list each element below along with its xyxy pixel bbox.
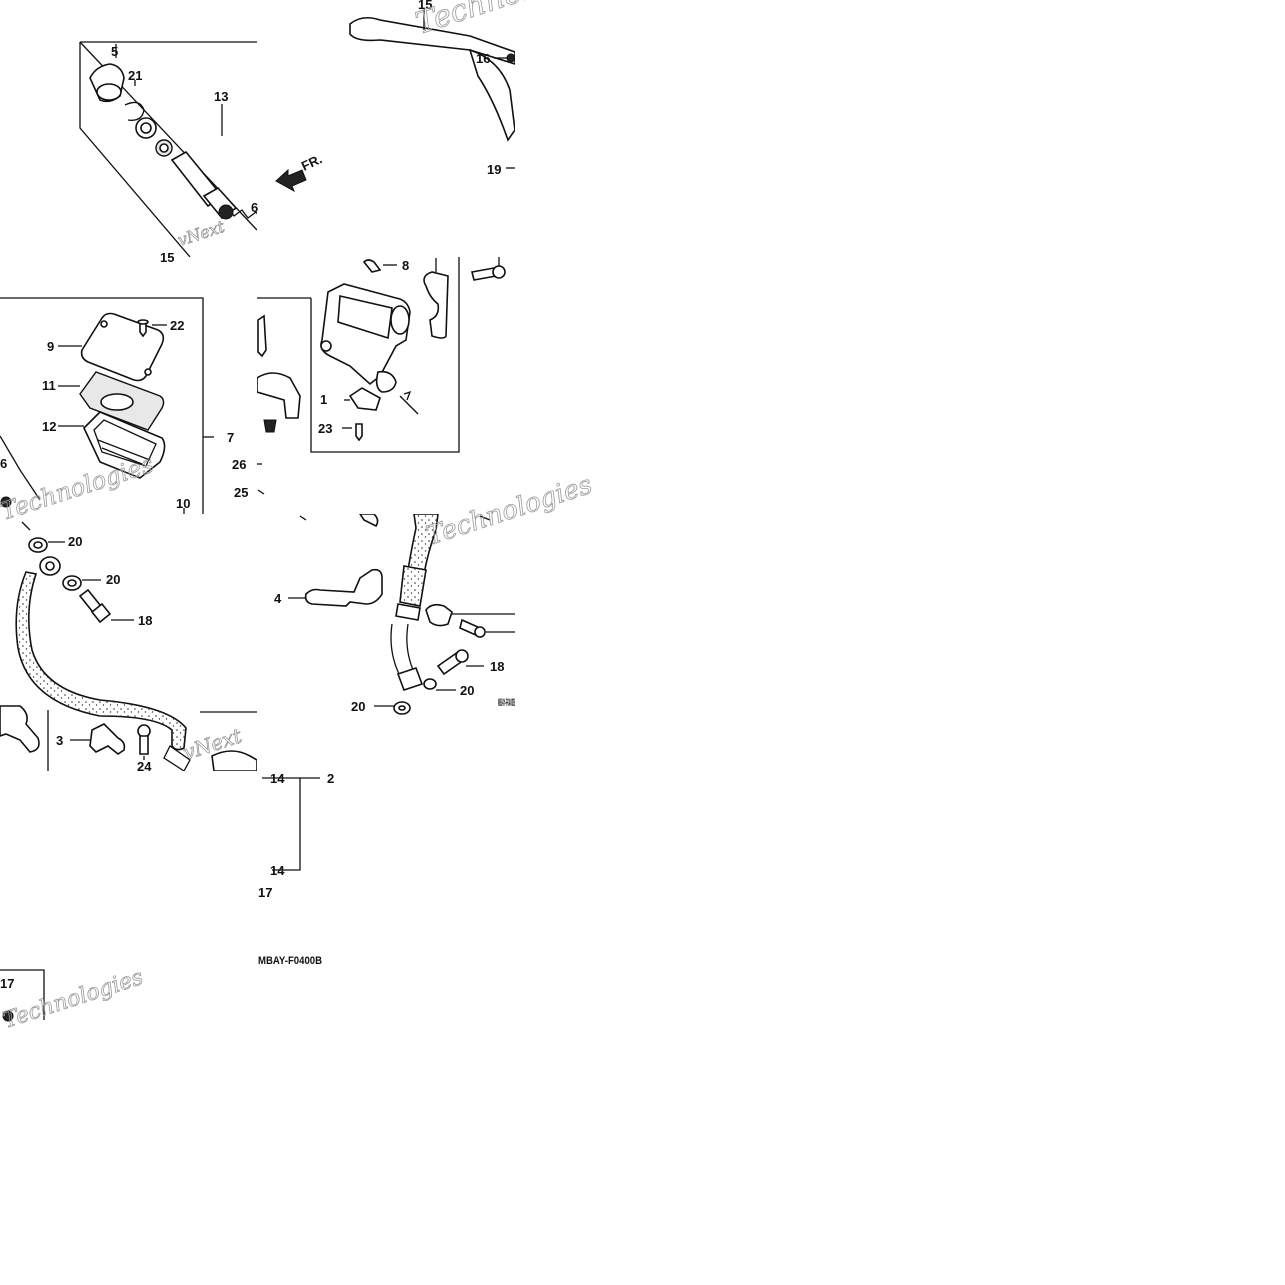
callout-4: 4 xyxy=(274,591,282,606)
callout-24: 24 xyxy=(137,759,152,774)
callout-18-b: 18 xyxy=(490,659,504,674)
callout-16: 16 xyxy=(476,51,490,66)
callout-13: 13 xyxy=(214,89,228,104)
diagram-code-partial: MBAY-F0400B xyxy=(498,697,515,709)
tile-reservoir-cover xyxy=(0,297,214,514)
callout-1: 1 xyxy=(320,392,327,407)
fragment-strip xyxy=(0,777,320,1022)
callout-20-b: 20 xyxy=(106,572,120,587)
callout-19: 19 xyxy=(487,162,501,177)
tile-piston-assembly xyxy=(79,41,257,257)
callout-15-a: 15 xyxy=(160,250,174,265)
callout-5: 5 xyxy=(111,44,118,59)
callout-14-b: 14 xyxy=(270,863,285,878)
callout-23: 23 xyxy=(318,421,332,436)
callout-6: 6 xyxy=(251,200,258,215)
watermark-2: vNext xyxy=(175,217,227,250)
watermark-layer: Technologies vNext Technologies Technolo… xyxy=(0,0,612,1034)
tile-brake-lever xyxy=(275,10,515,193)
callout-20-a: 20 xyxy=(68,534,82,549)
callout-15-b: 15 xyxy=(418,0,432,12)
callout-20-d: 20 xyxy=(351,699,365,714)
callout-3: 3 xyxy=(56,733,63,748)
tile-brake-hose-upper xyxy=(0,521,257,771)
callout-12: 12 xyxy=(42,419,56,434)
callout-18-a: 18 xyxy=(138,613,152,628)
callout-17-a: 17 xyxy=(258,885,272,900)
diagram-code: MBAY-F0400B xyxy=(258,955,322,967)
watermark-6: Technologies xyxy=(0,965,146,1034)
callout-21: 21 xyxy=(128,68,142,83)
watermark-4: Technologies xyxy=(423,470,596,552)
callout-25: 25 xyxy=(234,485,248,500)
front-direction-arrow-icon xyxy=(275,168,307,193)
callout-6-partial: 6 xyxy=(0,456,7,471)
callout-14-a: 14 xyxy=(270,771,285,786)
callout-7: 7 xyxy=(227,430,234,445)
watermark-1: Technologies xyxy=(412,0,612,42)
callout-20-c: 20 xyxy=(460,683,474,698)
watermark-3: Technologies xyxy=(0,450,157,526)
direction-marker-fr: FR. xyxy=(299,151,324,173)
tile-master-cylinder xyxy=(257,257,506,495)
callout-26: 26 xyxy=(232,457,246,472)
callout-9: 9 xyxy=(47,339,54,354)
callout-22: 22 xyxy=(170,318,184,333)
tile-brake-hose-lower xyxy=(288,514,515,715)
callout-2: 2 xyxy=(327,771,334,786)
callout-8: 8 xyxy=(402,258,409,273)
callout-10: 10 xyxy=(176,496,190,511)
callout-11: 11 xyxy=(42,378,56,393)
callout-17-b: 17 xyxy=(0,976,14,991)
